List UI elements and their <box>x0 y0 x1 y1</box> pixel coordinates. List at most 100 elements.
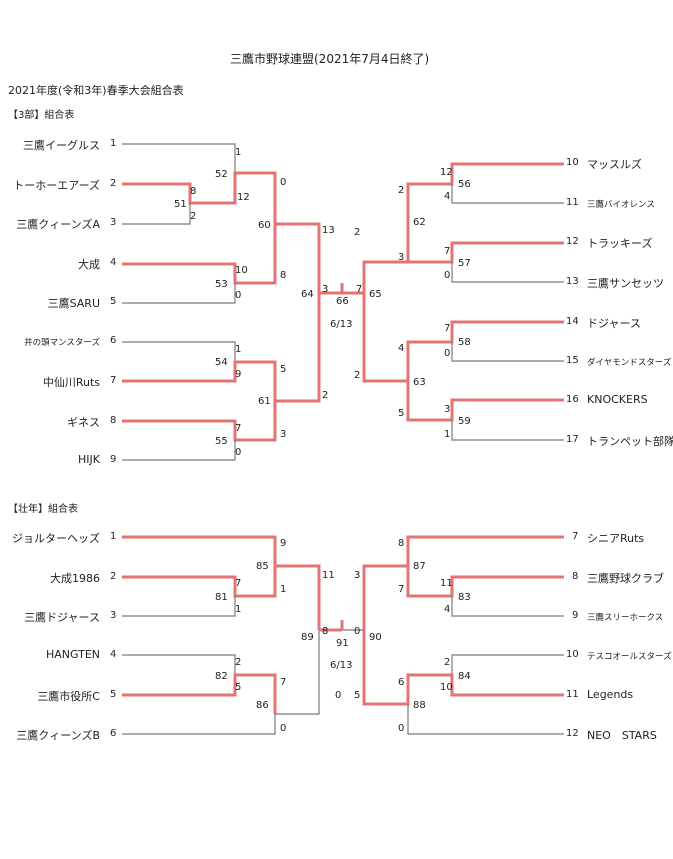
game-number: 51 <box>174 199 187 210</box>
score: 8 <box>398 538 404 549</box>
team-name: 三鷹市役所C <box>37 690 100 703</box>
team-name: シニアRuts <box>587 532 645 545</box>
winner-line <box>122 673 277 714</box>
final-date: 6/13 <box>330 319 352 330</box>
seed-number: 4 <box>110 257 117 268</box>
team-name: ダイヤモンドスターズ <box>587 358 672 368</box>
winner-line <box>406 566 564 598</box>
team-name: マッスルズ <box>587 158 642 171</box>
game-number: 83 <box>458 592 471 603</box>
score: 8 <box>322 626 328 637</box>
score: 0 <box>235 290 241 301</box>
team-name: 三鷹クィーンズA <box>16 218 100 231</box>
score: 5 <box>235 682 241 693</box>
page-title: 三鷹市野球連盟(2021年7月4日終了) <box>230 52 430 66</box>
bracket-line <box>122 203 191 225</box>
bracket-line <box>451 654 564 675</box>
bracket-line <box>451 342 564 362</box>
game-number: 82 <box>215 671 228 682</box>
score: 2 <box>190 211 196 222</box>
game-number: 61 <box>258 396 271 407</box>
team-name: KNOCKERS <box>587 393 648 406</box>
game-number: 52 <box>215 169 228 180</box>
game-number: 85 <box>256 561 269 572</box>
score: 1 <box>235 344 241 355</box>
game-number: 89 <box>301 632 314 643</box>
final-date: 6/13 <box>330 660 352 671</box>
winner-line <box>122 566 277 598</box>
seed-number: 12 <box>566 236 579 247</box>
section2-right-bracket <box>340 535 564 735</box>
score: 3 <box>322 284 328 295</box>
team-name: NEO STARS <box>587 729 657 742</box>
team-name: ドジャース <box>587 317 641 330</box>
team-name: ギネス <box>67 416 100 429</box>
team-name: ジョルターヘッズ <box>12 532 100 545</box>
seed-number: 7 <box>572 531 579 542</box>
game-number: 55 <box>215 436 228 447</box>
section1-left-bracket <box>122 143 342 461</box>
seed-number: 9 <box>110 454 117 465</box>
team-name: 三鷹サンセッツ <box>587 277 664 290</box>
score: 12 <box>237 192 250 203</box>
game-number: 63 <box>413 377 426 388</box>
section2-numbers: 85 81 82 86 89 91 6/13 87 83 84 88 90 9 … <box>215 538 471 734</box>
score: 4 <box>398 343 404 354</box>
team-name: 三鷹バイオレンス <box>587 200 655 210</box>
score: 7 <box>356 284 362 295</box>
score: 6 <box>398 677 404 688</box>
game-number: 90 <box>369 632 382 643</box>
seed-number: 6 <box>110 335 117 346</box>
bracket-line <box>451 420 564 441</box>
bracket-line <box>122 283 236 304</box>
section2-label: 【壮年】組合表 <box>8 504 78 515</box>
score: 2 <box>398 185 404 196</box>
seed-number: 4 <box>110 649 117 660</box>
score: 7 <box>280 677 286 688</box>
game-number: 88 <box>413 700 426 711</box>
score: 3 <box>280 429 286 440</box>
score: 0 <box>444 348 450 359</box>
seed-number: 10 <box>566 649 579 660</box>
winner-line <box>362 630 564 706</box>
score: 0 <box>280 177 286 188</box>
game-number: 65 <box>369 289 382 300</box>
game-number: 56 <box>458 179 471 190</box>
score: 2 <box>354 370 360 381</box>
bracket-line <box>122 654 236 675</box>
game-number: 81 <box>215 592 228 603</box>
team-name: HIJK <box>78 453 100 466</box>
team-name: Legends <box>587 688 634 701</box>
score: 0 <box>398 723 404 734</box>
score: 4 <box>444 604 450 615</box>
game-number: 64 <box>301 289 314 300</box>
score: 3 <box>444 404 450 415</box>
game-number: 60 <box>258 220 271 231</box>
section1-numbers: 52 51 53 60 54 61 55 64 66 6/13 56 57 58… <box>174 147 471 458</box>
game-number: 84 <box>458 671 471 682</box>
winner-line <box>362 162 564 293</box>
seed-number: 2 <box>110 178 117 189</box>
game-number: 91 <box>336 638 349 649</box>
score: 0 <box>444 270 450 281</box>
team-name: 三鷹クィーンズB <box>16 729 100 742</box>
score: 3 <box>354 570 360 581</box>
score: 0 <box>354 626 360 637</box>
seed-number: 8 <box>572 571 579 582</box>
score: 5 <box>280 364 286 375</box>
score: 9 <box>280 538 286 549</box>
section1-right-bracket <box>340 162 564 441</box>
team-name: 三鷹野球クラブ <box>587 572 664 585</box>
team-name: 三鷹スリーホークス <box>587 613 664 623</box>
team-name: 井の頭マンスターズ <box>24 338 100 348</box>
game-number: 66 <box>336 296 349 307</box>
score: 7 <box>398 584 404 595</box>
page-subtitle: 2021年度(令和3年)春季大会組合表 <box>8 84 184 97</box>
seed-number: 10 <box>566 157 579 168</box>
score: 10 <box>440 682 453 693</box>
winner-line <box>362 293 564 383</box>
score: 11 <box>322 570 335 581</box>
score: 10 <box>235 265 248 276</box>
score: 0 <box>335 690 341 701</box>
